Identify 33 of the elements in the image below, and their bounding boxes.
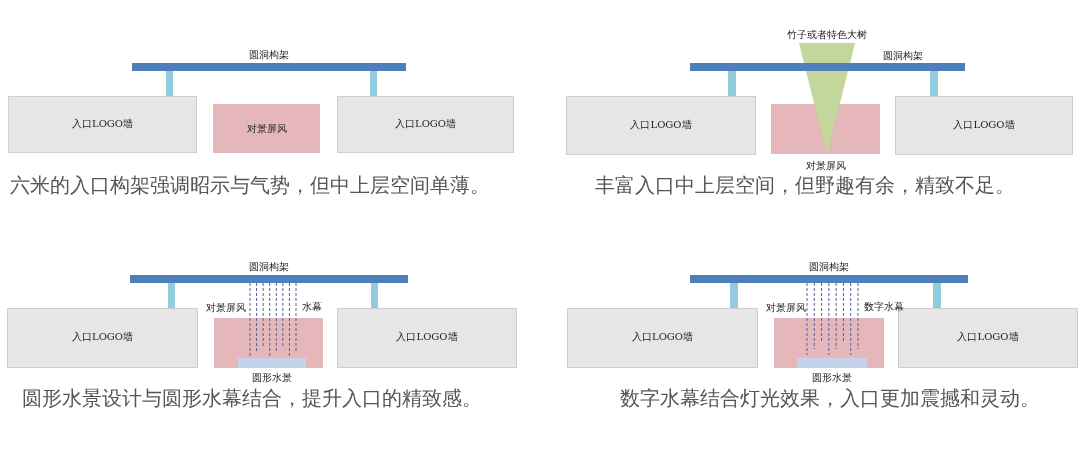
basin-label: 圆形水景	[812, 371, 852, 385]
beam-label: 圆洞构架	[882, 49, 923, 63]
beam-label: 圆洞构架	[249, 48, 289, 62]
basin-label: 圆形水景	[252, 371, 292, 385]
wall-label: 入口LOGO墙	[630, 117, 692, 132]
entrance-wall	[566, 96, 756, 155]
screen-label: 对景屏风	[766, 301, 806, 315]
beam-label: 圆洞构架	[249, 260, 289, 274]
caption-text: 丰富入口中上层空间，但野趣有余，精致不足。	[595, 172, 1015, 199]
curtain-label: 水幕	[302, 300, 322, 314]
beam-label: 圆洞构架	[809, 260, 849, 274]
wall-label: 入口LOGO墙	[957, 329, 1019, 344]
curtain-label: 数字水幕	[864, 300, 904, 314]
screen-label: 对景屏风	[206, 301, 246, 315]
wall-label: 入口LOGO墙	[953, 117, 1015, 132]
entrance-wall	[7, 308, 198, 368]
entrance-wall	[895, 96, 1073, 155]
screen-label: 对景屏风	[246, 121, 287, 136]
wall-label: 入口LOGO墙	[632, 329, 693, 344]
caption-text: 圆形水景设计与圆形水幕结合，提升入口的精致感。	[22, 385, 482, 412]
wall-label: 入口LOGO墙	[395, 116, 456, 131]
tree-label: 竹子或者特色大树	[787, 28, 867, 42]
wall-label: 入口LOGO墙	[72, 329, 133, 344]
entrance-wall	[337, 96, 514, 153]
entrance-wall	[567, 308, 758, 368]
wall-label: 入口LOGO墙	[72, 116, 133, 131]
caption-text: 六米的入口构架强调昭示与气势，但中上层空间单薄。	[10, 172, 490, 199]
caption-text: 数字水幕结合灯光效果，入口更加震撼和灵动。	[620, 385, 1040, 412]
entrance-wall	[8, 96, 197, 153]
entrance-wall	[337, 308, 517, 368]
screen-label: 对景屏风	[805, 159, 846, 173]
wall-label: 入口LOGO墙	[396, 329, 458, 344]
screen-panel	[213, 104, 320, 153]
